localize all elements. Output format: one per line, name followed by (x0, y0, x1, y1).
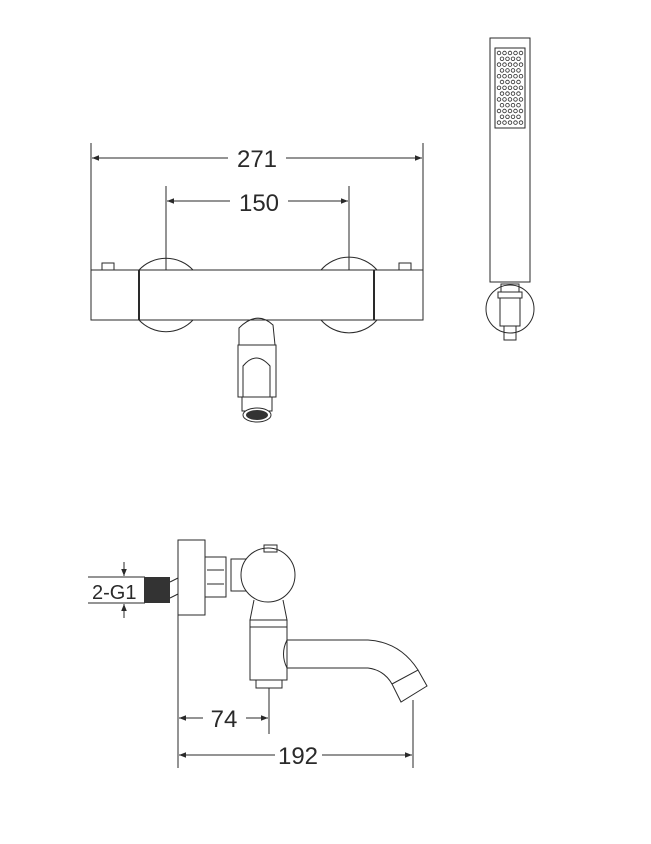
nozzle-dot (510, 114, 516, 119)
nozzle-dot (513, 97, 518, 102)
mixer-body (90, 269, 424, 321)
nozzle-dot (507, 97, 513, 102)
nozzle-dot (505, 68, 510, 73)
nozzle-dot (513, 73, 518, 79)
nozzle-dot (499, 79, 505, 85)
nozzle-dot (507, 50, 513, 56)
nozzle-dot (496, 108, 502, 114)
nozzle-dot (513, 85, 518, 90)
thermostat-knob (240, 547, 296, 603)
nozzle-dot (516, 102, 521, 108)
nozzle-dot (510, 68, 516, 73)
nozzle-dot (496, 50, 502, 56)
nozzle-dot (518, 85, 524, 90)
nozzle-dot (516, 56, 521, 61)
nozzle-dot (510, 79, 516, 85)
nozzle-dot (505, 56, 510, 61)
nozzle-dot (513, 62, 518, 67)
nozzle-dot (502, 62, 507, 67)
nozzle-dot (499, 91, 505, 96)
nozzle-dot (499, 102, 505, 108)
nozzle-dot (499, 114, 505, 119)
nozzle-dot (502, 73, 507, 79)
nozzle-dot (516, 68, 521, 73)
dimension-192: 192 (278, 743, 318, 770)
nozzle-dot (507, 108, 513, 114)
nozzle-dot (518, 73, 524, 79)
dimension-74: 74 (211, 706, 238, 733)
nozzle-dot (496, 120, 502, 125)
front-view: 271 150 (90, 143, 424, 423)
wall-plate (177, 539, 206, 616)
spout (287, 639, 419, 671)
hand-shower-view (485, 37, 535, 341)
dimension-271: 271 (237, 146, 277, 173)
nozzle-dot (510, 102, 516, 108)
nozzle-dot (499, 56, 505, 61)
nozzle-dot (496, 62, 502, 67)
nozzle-dot (502, 97, 507, 102)
nozzle-dot (516, 114, 521, 119)
nozzle-dot (502, 108, 507, 114)
dimension-150: 150 (239, 190, 279, 217)
nozzle-dot (502, 50, 507, 56)
nozzle-dot (496, 73, 502, 79)
nozzle-dot (518, 108, 524, 114)
nozzle-dot (505, 79, 510, 85)
nozzle-dot (510, 91, 516, 96)
nozzle-dot (513, 108, 518, 114)
nozzle-dot (518, 50, 524, 56)
nozzle-dot (496, 97, 502, 102)
nozzle-dot (499, 68, 505, 73)
nozzle-dot (502, 85, 507, 90)
nozzle-dot (507, 85, 513, 90)
thread-label: 2-G1 (92, 582, 136, 604)
nozzle-dot (516, 91, 521, 96)
nozzle-dot (507, 120, 513, 125)
nozzle-dot (518, 120, 524, 125)
nozzle-dot (505, 91, 510, 96)
nozzle-dot (496, 85, 502, 90)
nozzle-dot (518, 62, 524, 67)
nozzle-dot (513, 50, 518, 56)
side-view: 2-G1 74 192 (88, 539, 428, 770)
nozzle-dot (507, 62, 513, 67)
nozzle-dot (516, 79, 521, 85)
nozzle-dot (505, 114, 510, 119)
nozzle-dot (505, 102, 510, 108)
nozzle-dot (507, 73, 513, 79)
nozzle-dot (513, 120, 518, 125)
spout-top (238, 317, 276, 346)
nozzle-dot (518, 97, 524, 102)
nozzle-dot (510, 56, 516, 61)
nozzle-dot (502, 120, 507, 125)
